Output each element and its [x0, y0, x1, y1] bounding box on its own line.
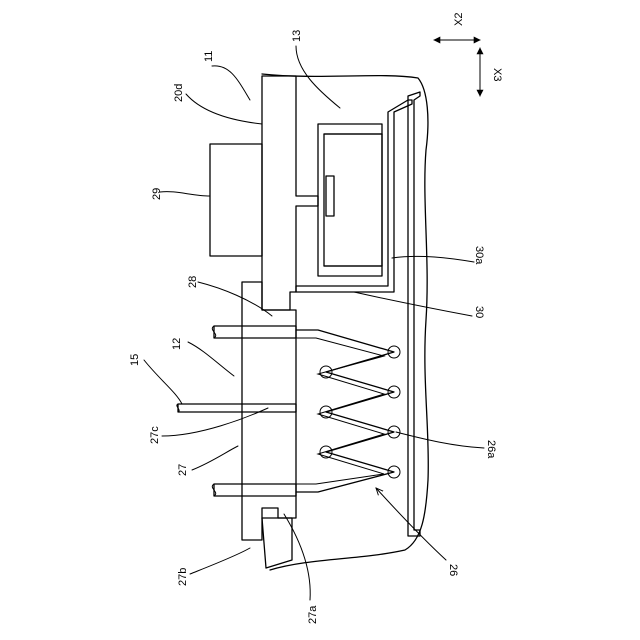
label-26: 26: [447, 564, 459, 576]
leader-26: [376, 488, 446, 560]
element-30a-body: [326, 176, 334, 216]
label-27: 27: [177, 464, 189, 476]
leader-30: [354, 292, 472, 316]
label-13: 13: [291, 30, 303, 42]
leader-15: [144, 360, 182, 404]
leader-28: [198, 282, 272, 316]
label-27b: 27b: [177, 568, 189, 586]
label-27c: 27c: [149, 426, 161, 444]
pin-upper: [214, 326, 296, 338]
label-26a: 26a: [485, 440, 497, 459]
label-x2: X2: [453, 13, 465, 26]
plate-20d: [262, 76, 318, 310]
leader-12: [188, 342, 234, 376]
label-30a: 30a: [473, 246, 485, 265]
component-13-inner: [324, 134, 382, 266]
holder-27: [242, 282, 296, 540]
label-28: 28: [187, 276, 199, 288]
leader-29: [160, 192, 210, 196]
component-29: [210, 144, 262, 256]
label-30: 30: [473, 306, 485, 318]
leader-26a: [396, 432, 484, 448]
plate-30-outer: [408, 92, 420, 536]
leader-27a: [284, 514, 310, 600]
pin-15: [178, 404, 296, 412]
leader-11: [212, 66, 250, 100]
leader-20d: [186, 94, 262, 124]
label-x3: X3: [491, 68, 503, 81]
leader-13: [296, 46, 340, 108]
spring-26-inner: [296, 338, 384, 484]
label-27a: 27a: [307, 605, 319, 624]
label-15: 15: [129, 354, 141, 366]
label-20d: 20d: [173, 84, 185, 102]
pin-lower: [214, 484, 296, 496]
leader-27b: [190, 548, 250, 574]
label-11: 11: [203, 51, 215, 62]
leader-30a: [392, 256, 474, 262]
leader-27: [192, 446, 238, 470]
component-13-frame: [318, 124, 382, 276]
label-12: 12: [171, 338, 183, 350]
housing-wall-lower: [262, 518, 292, 568]
label-29: 29: [151, 188, 163, 200]
